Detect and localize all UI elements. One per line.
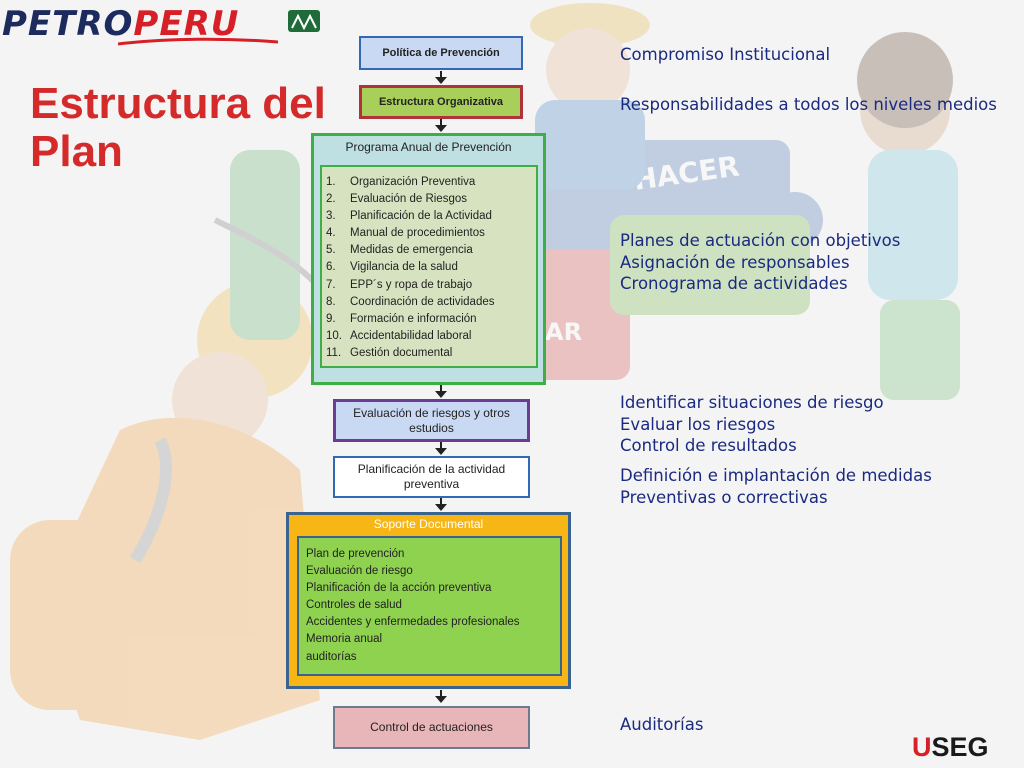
list-item: Evaluación de riesgo: [306, 565, 413, 578]
flow-arrow-icon: [435, 442, 447, 455]
list-item: 2.Evaluación de Riesgos: [326, 193, 467, 206]
list-item: 11.Gestión documental: [326, 346, 453, 359]
list-item: 3.Planificación de la Actividad: [326, 210, 492, 223]
list-item: 5.Medidas de emergencia: [326, 244, 473, 257]
control-actuaciones-box: Control de actuaciones: [333, 706, 530, 749]
list-item: 10.Accidentabilidad laboral: [326, 329, 472, 342]
note-responsabilidades: Responsabilidades a todos los niveles me…: [620, 94, 997, 116]
list-item: 9.Formación e información: [326, 312, 477, 325]
note-planes: Planes de actuación con objetivos Asigna…: [620, 230, 900, 295]
note-line: Identificar situaciones de riesgo: [620, 393, 884, 412]
list-item: auditorías: [306, 650, 357, 663]
note-identificar: Identificar situaciones de riesgo Evalua…: [620, 392, 884, 457]
useg-logo: USEG: [912, 730, 1012, 764]
programa-anual-list: 1.Organización Preventiva 2.Evaluación d…: [326, 174, 536, 362]
estructura-organizativa-box: Estructura Organizativa: [359, 85, 523, 119]
soporte-documental-list: Plan de prevención Evaluación de riesgo …: [306, 546, 561, 666]
note-line: Definición e implantación de medidas: [620, 466, 932, 485]
note-line: Planes de actuación con objetivos: [620, 231, 901, 250]
list-item: 8.Coordinación de actividades: [326, 295, 495, 308]
list-item: 6.Vigilancia de la salud: [326, 261, 458, 274]
list-item: Plan de prevención: [306, 548, 405, 560]
logo-petro-text: PETRO: [2, 4, 134, 44]
note-line: Cronograma de actividades: [620, 274, 848, 293]
puzzle-ar-text: AR: [545, 318, 582, 346]
list-item: 4.Manual de procedimientos: [326, 227, 485, 240]
note-line: Auditorías: [620, 715, 704, 734]
flow-arrow-icon: [435, 385, 447, 398]
note-line: Preventivas o correctivas: [620, 487, 828, 507]
flow-arrow-icon: [435, 119, 447, 132]
flow-arrow-icon: [435, 71, 447, 84]
note-line: Responsabilidades a todos los niveles me…: [620, 95, 997, 114]
page-title: Estructura del Plan: [30, 79, 326, 176]
list-item: Controles de salud: [306, 599, 402, 612]
note-auditorias: Auditorías: [620, 714, 703, 736]
flow-arrow-icon: [435, 690, 447, 703]
politica-prevencion-box: Política de Prevención: [359, 36, 523, 70]
planificacion-actividad-box: Planificación de la actividad preventiva: [333, 456, 530, 498]
flow-arrow-icon: [435, 498, 447, 511]
note-line: Evaluar los riesgos: [620, 414, 776, 434]
note-compromiso: Compromiso Institucional: [620, 44, 830, 66]
note-line: Control de resultados: [620, 436, 797, 455]
note-line: Asignación de responsables: [620, 252, 850, 272]
list-item: Accidentes y enfermedades profesionales: [306, 616, 520, 629]
list-item: 1.Organización Preventiva: [326, 176, 476, 188]
note-definicion: Definición e implantación de medidas Pre…: [620, 465, 932, 508]
list-item: 7.EPP´s y ropa de trabajo: [326, 278, 473, 291]
petroperu-logo: PETROPERU: [2, 4, 282, 44]
logo-peru-text: PERU: [133, 4, 240, 44]
programa-anual-list-panel: [320, 165, 538, 368]
useg-logo-u: U: [912, 732, 932, 762]
list-item: Planificación de la acción preventiva: [306, 582, 492, 595]
logo-emblem-icon: [288, 10, 320, 32]
note-line: Compromiso Institucional: [620, 45, 831, 64]
soporte-documental-list-panel: [297, 536, 562, 676]
useg-logo-rest: SEG: [931, 732, 989, 762]
list-item: Memoria anual: [306, 633, 383, 646]
evaluacion-riesgos-box: Evaluación de riesgos y otros estudios: [333, 399, 530, 442]
logo-swoosh: [118, 37, 278, 46]
programa-anual-title: Programa Anual de Prevención: [345, 140, 512, 154]
soporte-documental-title: Soporte Documental: [373, 517, 484, 531]
